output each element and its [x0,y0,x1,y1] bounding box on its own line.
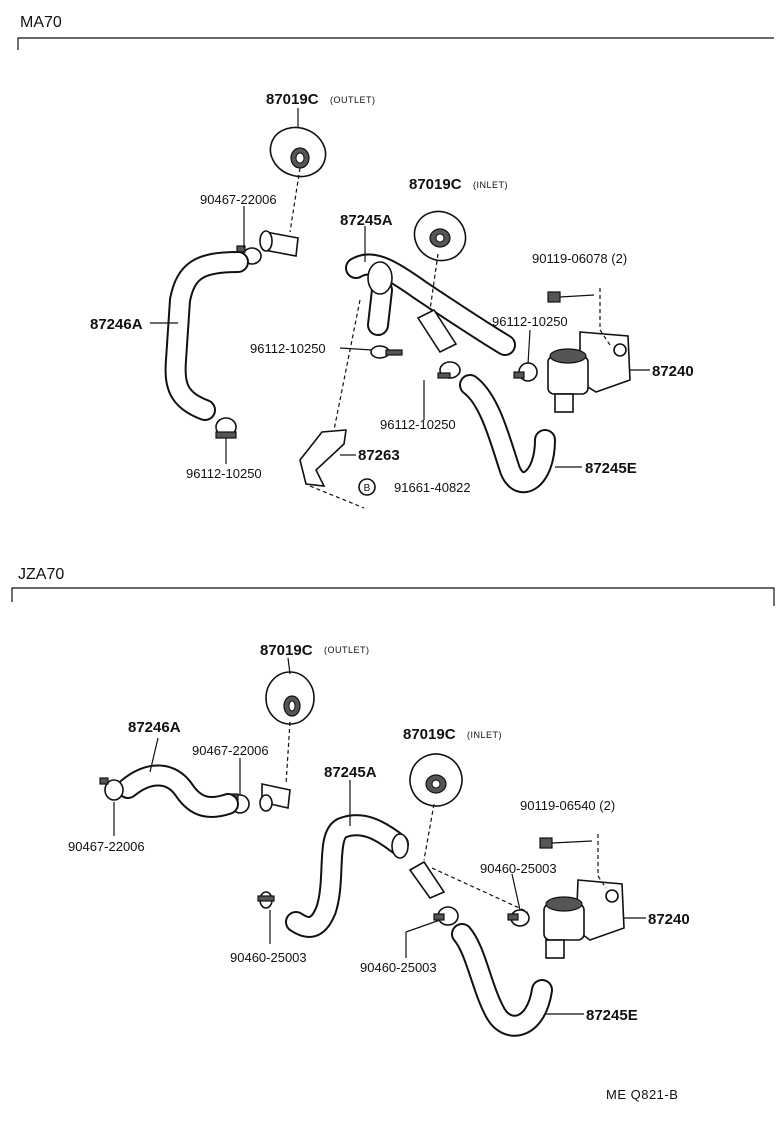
label-bolt: 90119-06078 (2) [532,251,627,266]
label-clip: 90467-22006 [200,192,277,207]
hose-clamp [513,362,538,382]
bolt [547,291,595,303]
hose-87246a [164,251,249,421]
label-clip-upper: 90467-22006 [192,743,269,758]
label-clamp-lower-left: 96112-10250 [186,466,262,481]
label-outlet-note: (OUTLET) [324,645,370,655]
section-title-jza70: JZA70 [18,566,64,583]
hose-87245e [459,374,556,494]
label-inlet-note: (INLET) [473,180,508,190]
label-clamp-right: 90460-25003 [480,861,557,876]
label-clamp-mid: 96112-10250 [250,341,326,356]
outlet-pipe-stub [259,783,291,812]
label-outlet-part: 87019C [266,91,319,108]
hose-clamp [370,345,403,359]
label-screw: 91661-40822 [394,480,471,495]
label-bracket: 87263 [358,447,400,464]
inlet-grommet [413,210,467,262]
label-clip-left: 90467-22006 [68,839,145,854]
label-clamp-lower-left: 90460-25003 [230,950,307,965]
hose-clamp [433,906,459,926]
hose-87245a [345,253,516,356]
label-hose-left: 87246A [90,316,143,333]
hose-clamp [257,891,275,909]
section-bracket-ma70 [17,37,774,50]
label-inlet-part: 87019C [409,176,462,193]
label-valve: 87240 [648,911,690,928]
label-hose-e: 87245E [585,460,637,477]
section-title-ma70: MA70 [20,14,62,31]
label-bolt: 90119-06540 (2) [520,798,615,813]
label-hose-a: 87245A [340,212,393,229]
label-inlet-note: (INLET) [467,730,502,740]
label-hose-a: 87245A [324,764,377,781]
screw-marker [358,478,376,496]
label-clamp-lower-mid: 96112-10250 [380,417,456,432]
hose-87245e [451,923,553,1037]
section-bracket-jza70 [11,587,775,606]
hose-clip [99,777,124,801]
outlet-grommet [265,671,315,725]
inlet-pipe [408,860,446,899]
label-inlet-part: 87019C [403,726,456,743]
label-valve: 87240 [652,363,694,380]
air-valve-87240 [543,879,625,959]
inlet-pipe [416,308,458,354]
hose-clamp [215,417,237,439]
label-hose-left: 87246A [128,719,181,736]
label-clamp-right: 96112-10250 [492,314,568,329]
hose-87245a [285,814,409,938]
inlet-grommet [409,753,463,807]
outlet-grommet [269,126,327,178]
label-clamp-lower-mid: 90460-25003 [360,960,437,975]
footer-code: ME Q821-B [606,1087,678,1102]
bolt [539,837,593,849]
label-outlet-part: 87019C [260,642,313,659]
hose-clamp [507,909,530,927]
screw-marker-letter: B [364,483,371,494]
hose-clamp [437,361,461,379]
air-valve-87240 [547,331,631,413]
outlet-pipe-stub [259,230,299,257]
label-outlet-note: (OUTLET) [330,95,376,105]
hose-87246a [117,764,239,818]
bracket-87263 [299,429,347,487]
label-hose-e: 87245E [586,1007,638,1024]
section-jza70: JZA70 [11,566,775,1037]
section-ma70: MA70 [17,14,774,509]
